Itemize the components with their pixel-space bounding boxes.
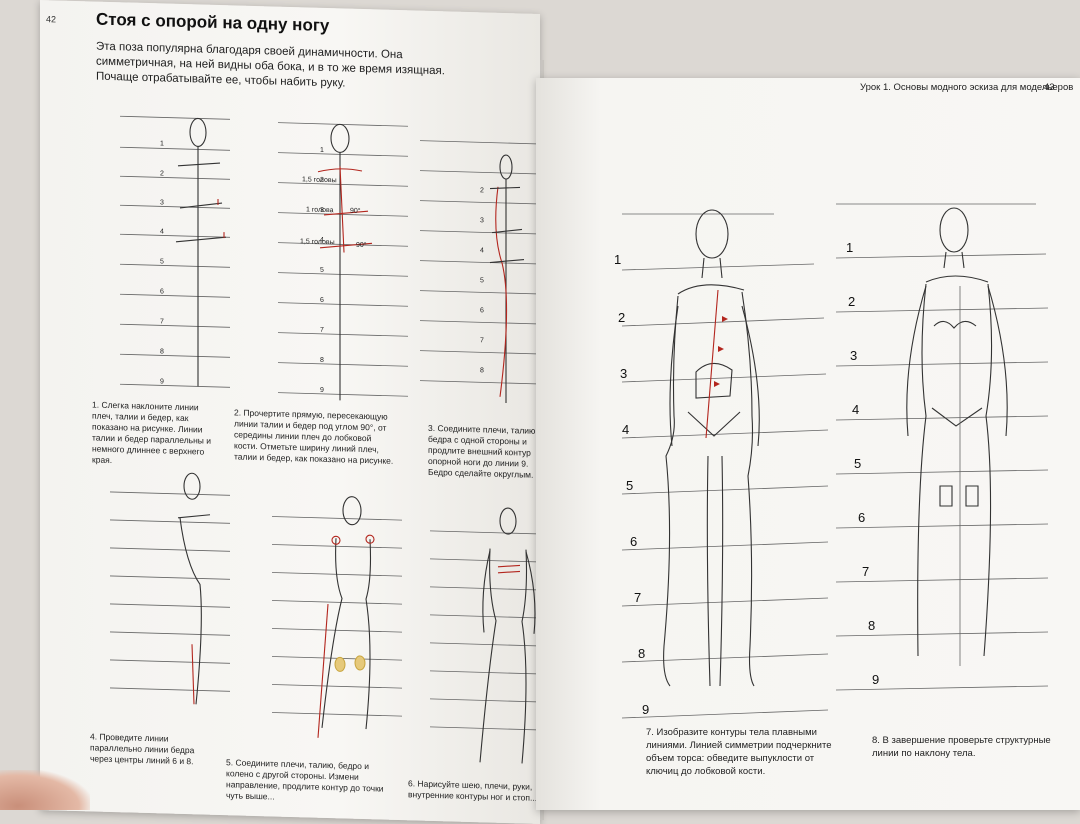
svg-text:9: 9 (872, 672, 879, 687)
svg-text:5: 5 (626, 478, 633, 493)
label-head-1: 1 голова (306, 206, 334, 214)
caption-step-8: 8. В завершение проверьте структурные ли… (872, 735, 1051, 759)
svg-text:3: 3 (480, 217, 484, 224)
running-head: Урок 1. Основы модного эскиза для модель… (860, 82, 1074, 93)
svg-text:4: 4 (480, 247, 484, 254)
finger (0, 770, 90, 810)
svg-text:2: 2 (618, 310, 625, 325)
svg-text:2: 2 (320, 177, 324, 184)
page-title: Стоя с опорой на одну ногу (96, 9, 330, 36)
svg-text:2: 2 (480, 187, 484, 194)
svg-text:6: 6 (320, 297, 324, 304)
figure-step-1: 1 2 3 4 5 6 7 8 9 (120, 115, 230, 388)
svg-text:7: 7 (480, 337, 484, 344)
guide-numbers: 1 2 3 4 5 6 7 8 9 (160, 140, 164, 385)
figure-step-8: 1 2 3 4 5 6 7 8 9 (835, 203, 1049, 691)
svg-text:3: 3 (620, 366, 627, 381)
caption-step-3: 3. Соедините плечи, талию и бедра с одно… (428, 422, 543, 480)
svg-text:5: 5 (320, 267, 324, 274)
svg-text:4: 4 (320, 237, 324, 244)
page-number-right: 43 (1044, 82, 1055, 93)
svg-text:1: 1 (614, 252, 621, 267)
svg-text:8: 8 (868, 618, 875, 633)
label-angle-a: 90° (350, 207, 361, 215)
svg-text:9: 9 (320, 387, 324, 394)
svg-text:5: 5 (160, 258, 164, 265)
svg-text:7: 7 (320, 327, 324, 334)
page-number-left: 42 (46, 14, 57, 25)
figure-step-4 (110, 472, 230, 705)
svg-text:9: 9 (160, 378, 164, 385)
svg-text:4: 4 (852, 402, 859, 417)
svg-text:3: 3 (850, 348, 857, 363)
caption-step-5: 5. Соедините плечи, талию, бедро и колен… (226, 757, 384, 802)
svg-text:2: 2 (848, 294, 855, 309)
svg-text:6: 6 (480, 307, 484, 314)
svg-text:1: 1 (320, 147, 324, 154)
label-head-1-5-b: 1,5 головы (300, 238, 335, 246)
svg-text:8: 8 (320, 357, 324, 364)
caption-step-1: 1. Слегка наклоните линии плеч, талии и … (92, 399, 211, 466)
figure-step-7: 1 2 3 4 5 6 7 8 9 (614, 209, 829, 719)
svg-text:9: 9 (642, 702, 649, 717)
label-head-1-5-a: 1,5 головы (302, 176, 337, 184)
label-angle-b: 90° (356, 241, 367, 249)
svg-text:7: 7 (634, 590, 641, 605)
svg-text:1: 1 (160, 140, 164, 147)
svg-text:8: 8 (160, 348, 164, 355)
svg-text:4: 4 (160, 228, 164, 235)
figure-step-2: 1,5 головы 1 голова 90° 1,5 головы 90° 1… (278, 122, 408, 401)
svg-text:4: 4 (622, 422, 629, 437)
svg-text:7: 7 (160, 318, 164, 325)
svg-text:1: 1 (846, 240, 853, 255)
svg-text:8: 8 (638, 646, 645, 661)
figure-step-6 (430, 507, 550, 764)
svg-text:6: 6 (630, 534, 637, 549)
caption-step-4: 4. Проведите линии параллельно линии бед… (90, 731, 195, 767)
svg-text:2: 2 (160, 170, 164, 177)
svg-text:6: 6 (160, 288, 164, 295)
figure-step-5 (272, 496, 402, 738)
right-page: Урок 1. Основы модного эскиза для модель… (536, 78, 1080, 810)
svg-text:7: 7 (862, 564, 869, 579)
svg-text:3: 3 (320, 207, 324, 214)
svg-text:3: 3 (160, 199, 164, 206)
figure-step-3: 2 3 4 5 6 7 8 (420, 140, 540, 404)
caption-step-2: 2. Прочертите прямую, пересекающую линии… (234, 407, 394, 466)
svg-text:8: 8 (480, 367, 484, 374)
intro-paragraph: Эта поза популярна благодаря своей динам… (96, 40, 445, 90)
svg-text:6: 6 (858, 510, 865, 525)
caption-step-7: 7. Изобразите контуры тела плавными лини… (646, 727, 832, 777)
svg-text:5: 5 (854, 456, 861, 471)
svg-text:5: 5 (480, 277, 484, 284)
left-page: 42 Стоя с опорой на одну ногу Эта поза п… (40, 0, 550, 824)
